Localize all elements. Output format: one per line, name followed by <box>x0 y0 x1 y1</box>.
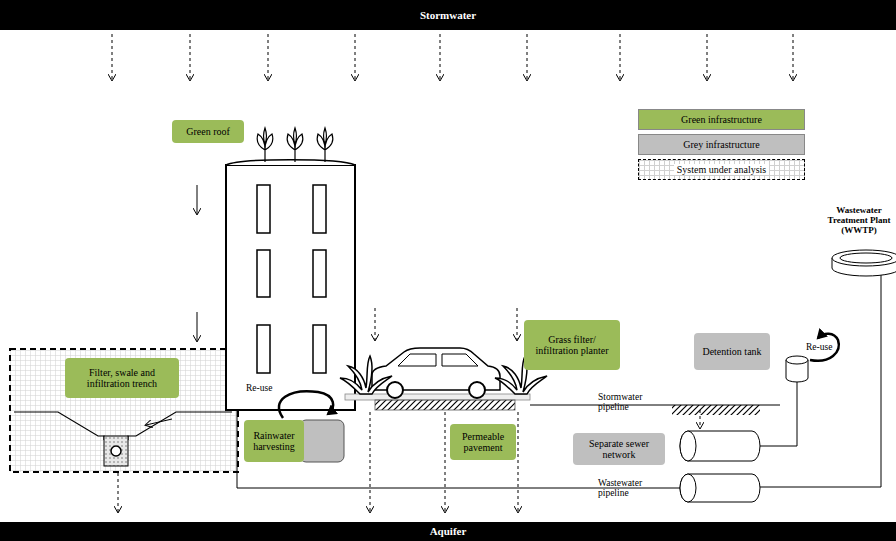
node-text: Stormwater <box>420 9 476 22</box>
node-text: Rainwater harvesting <box>249 430 299 453</box>
swale-box: Filter, swale and infiltration trench <box>65 358 179 398</box>
legend-text: System under analysis <box>674 164 769 175</box>
detention-box: Detention tank <box>694 333 770 370</box>
stormwater-band: Stormwater <box>0 0 896 30</box>
pavement-box: Permeable pavement <box>450 424 516 460</box>
planter-box: Grass filter/ infiltration planter <box>524 320 620 370</box>
node-text: Separate sewer network <box>578 438 660 461</box>
node-text: Permeable pavement <box>455 431 511 454</box>
sewer-box: Separate sewer network <box>573 433 665 465</box>
node-text: Green roof <box>186 126 230 138</box>
node-text: Grass filter/ infiltration planter <box>529 334 615 357</box>
green-roof-box: Green roof <box>172 120 244 143</box>
reuse-label: Re-use <box>246 383 286 393</box>
legend-text: Green infrastructure <box>681 114 762 125</box>
node-text: Aquifer <box>430 525 467 538</box>
node-text: Detention tank <box>702 346 761 358</box>
legend-swatch: Green infrastructure <box>638 109 805 130</box>
pipe-label: Wastewater pipeline <box>598 478 672 499</box>
reuse-label: Re-use <box>806 342 842 352</box>
aquifer-band: Aquifer <box>0 522 896 541</box>
legend-swatch: Grey infrastructure <box>638 134 805 155</box>
legend-swatch: System under analysis <box>638 159 805 180</box>
harvesting-box: Rainwater harvesting <box>244 420 304 462</box>
pipe-label: Stormwater pipeline <box>598 392 670 413</box>
node-text: Filter, swale and infiltration trench <box>70 367 174 390</box>
plant-label: Wastewater Treatment Plant (WWTP) <box>825 206 893 236</box>
legend-text: Grey infrastructure <box>683 139 759 150</box>
